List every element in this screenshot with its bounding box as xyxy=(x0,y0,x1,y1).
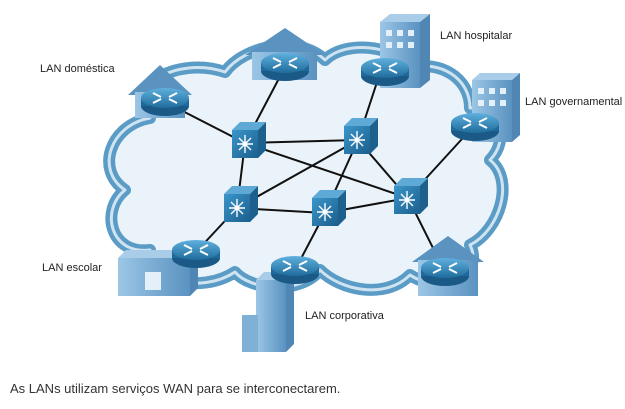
figure-caption: As LANs utilizam serviços WAN para se in… xyxy=(10,381,341,396)
switch-core-1 xyxy=(231,121,267,159)
switch-core-4 xyxy=(311,189,347,227)
router-government xyxy=(450,112,500,142)
router-home xyxy=(140,87,190,117)
router-top-house xyxy=(260,52,310,82)
switch-core-3 xyxy=(223,185,259,223)
label-government-lan: LAN governamental xyxy=(525,96,623,108)
label-corporate-lan: LAN corporativa xyxy=(305,310,384,322)
label-school-lan: LAN escolar xyxy=(42,262,102,274)
switch-core-5 xyxy=(393,177,429,215)
router-right-house xyxy=(420,257,470,287)
switch-core-2 xyxy=(343,117,379,155)
router-corporate xyxy=(270,255,320,285)
router-hospital xyxy=(360,57,410,87)
router-school xyxy=(171,239,221,269)
label-home-lan: LAN doméstica xyxy=(40,63,115,75)
label-hospital-lan: LAN hospitalar xyxy=(440,30,513,42)
